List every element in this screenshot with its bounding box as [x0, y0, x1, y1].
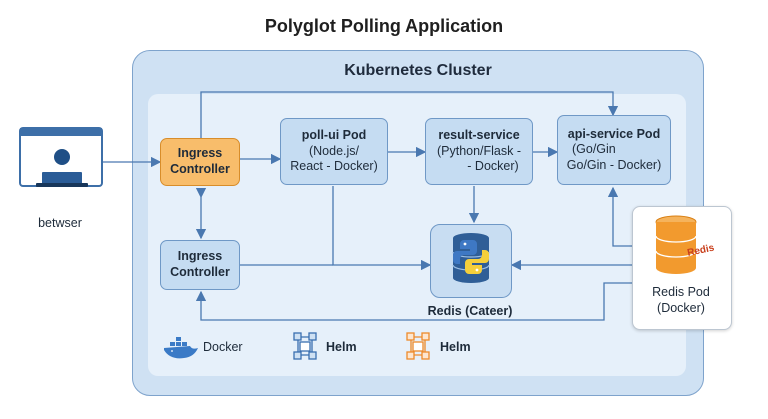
- browser-label: betwser: [38, 216, 82, 230]
- api-service-line1: (Go/Gin: [572, 142, 616, 157]
- ingress-bottom-line1: Ingress: [177, 249, 223, 264]
- poll-ui-title: poll-ui Pod: [301, 128, 367, 143]
- kubernetes-cluster-label: Kubernetes Cluster: [344, 62, 492, 79]
- legend-helm-blue-label: Helm: [326, 340, 357, 354]
- ingress-top-line2: Controller: [170, 162, 230, 176]
- arrow-redis-pod-to-api: [607, 186, 632, 247]
- ingress-top-line1: Ingress: [177, 146, 223, 161]
- result-service-line1: (Python/Flask -: [436, 143, 522, 158]
- arrow-redis-pod-to-ingress-bottom: [195, 282, 632, 321]
- ingress-bottom-line2: Controller: [170, 265, 230, 279]
- result-service-line2: - Docker): [467, 159, 519, 174]
- ingress-controller-top[interactable]: Ingress Controller: [160, 138, 240, 186]
- api-service-title: api-service Pod: [567, 126, 661, 141]
- legend-docker-label: Docker: [203, 340, 243, 354]
- redis-pod-label: Redis Pod (Docker): [632, 284, 730, 317]
- ingress-controller-bottom[interactable]: Ingress Controller: [160, 240, 240, 290]
- arrow-ingress-over-to-api: [200, 91, 619, 138]
- helm-orange-icon: [406, 332, 430, 360]
- redis-center-label: Redis (Cateer): [427, 304, 513, 318]
- api-service-pod[interactable]: api-service Pod (Go/Gin Go/Gin - Docker): [557, 115, 671, 185]
- python-logo-icon: [453, 240, 489, 274]
- legend-helm-orange-label: Helm: [440, 340, 471, 354]
- result-service-pod[interactable]: result-service (Python/Flask - - Docker): [425, 118, 533, 185]
- poll-ui-pod[interactable]: poll-ui Pod (Node.js/ React - Docker): [280, 118, 388, 185]
- poll-ui-line2: React - Docker): [290, 159, 378, 174]
- docker-whale-icon: [164, 337, 198, 359]
- api-service-line2: Go/Gin - Docker): [566, 157, 662, 172]
- poll-ui-line1: (Node.js/: [308, 143, 360, 158]
- helm-blue-icon: [293, 332, 317, 360]
- redis-pod-line1: Redis Pod: [652, 285, 710, 299]
- diagram-title: Polyglot Polling Application: [264, 16, 504, 36]
- redis-pod-line2: (Docker): [657, 301, 705, 316]
- result-service-title: result-service: [438, 128, 520, 143]
